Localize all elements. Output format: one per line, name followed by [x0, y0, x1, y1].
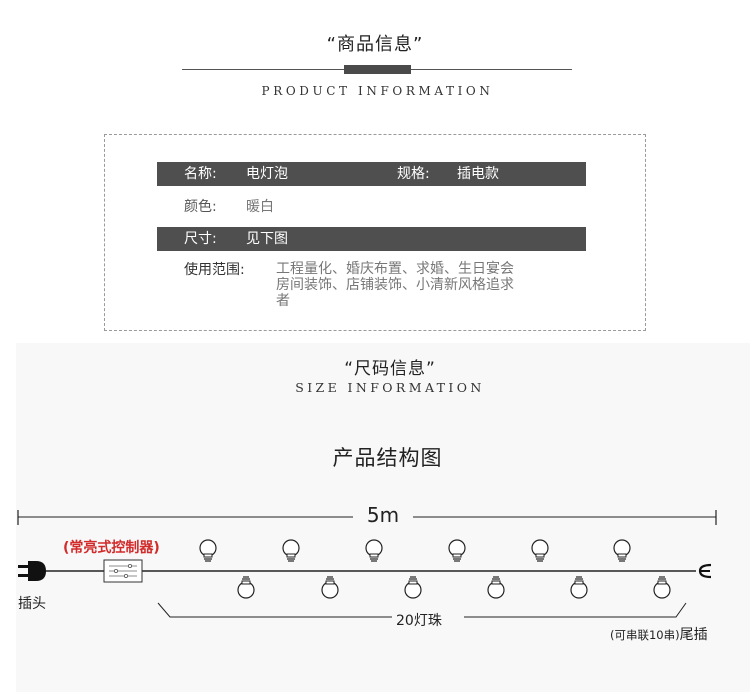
size-section-title: “尺码信息”: [344, 359, 436, 379]
spec-row-usage: 使用范围: 工程量化、婚庆布置、求婚、生日宴会 房间装饰、店铺装饰、小清新风格追…: [157, 261, 586, 321]
controller-box: [103, 559, 143, 583]
usage-label: 使用范围:: [184, 262, 245, 278]
beads-count-label: 20灯珠: [392, 610, 446, 630]
color-label: 颜色:: [184, 199, 217, 215]
bulbs-top-row: [199, 539, 631, 562]
length-dimension-line: [17, 510, 717, 525]
bulbs-bottom-row: [237, 576, 671, 599]
product-section-title: “商品信息”: [326, 34, 424, 55]
product-info-box: 名称: 电灯泡 规格: 插电款 颜色: 暖白 尺寸: 见下图 使用范围: 工程量…: [104, 134, 646, 331]
plug-label: 插头: [18, 596, 46, 612]
size-label: 尺寸:: [184, 231, 217, 247]
size-section-subtitle: SIZE INFORMATION: [295, 380, 485, 395]
tail-label-text: 尾插: [679, 627, 708, 643]
usage-line-1: 工程量化、婚庆布置、求婚、生日宴会: [276, 261, 514, 277]
spec-value: 插电款: [457, 166, 499, 182]
length-label: 5m: [355, 503, 411, 527]
usage-line-3: 者: [276, 293, 290, 309]
tail-socket-icon: [698, 563, 712, 579]
spec-label: 规格:: [397, 166, 430, 182]
color-value: 暖白: [246, 199, 274, 215]
spec-row-name: 名称: 电灯泡 规格: 插电款: [157, 162, 586, 186]
controller-label: (常亮式控制器): [63, 540, 160, 556]
product-section-subtitle: PRODUCT INFORMATION: [261, 84, 494, 98]
usage-value: 工程量化、婚庆布置、求婚、生日宴会 房间装饰、店铺装饰、小清新风格追求 者: [276, 261, 566, 309]
spec-row-size: 尺寸: 见下图: [157, 227, 586, 251]
tail-plug-label: (可串联10串)尾插: [610, 624, 708, 644]
title-divider-bar: [344, 65, 411, 74]
name-value: 电灯泡: [246, 166, 288, 182]
spec-row-color: 颜色: 暖白: [157, 198, 586, 218]
beads-bracket: [157, 602, 687, 618]
tail-note: (可串联10串): [610, 628, 680, 642]
name-label: 名称:: [184, 166, 217, 182]
size-value: 见下图: [246, 231, 288, 247]
structure-diagram-title: 产品结构图: [332, 446, 443, 470]
plug-icon: [18, 561, 46, 581]
usage-line-2: 房间装饰、店铺装饰、小清新风格追求: [276, 277, 514, 293]
